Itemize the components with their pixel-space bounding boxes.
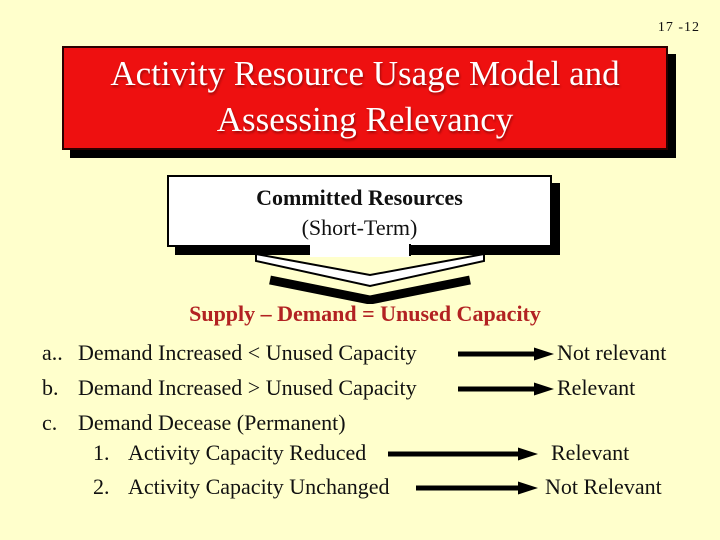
list-item-text: Activity Capacity Reduced <box>128 440 367 465</box>
list-item-result: Not Relevant <box>545 474 662 499</box>
list-item-marker: c. <box>42 410 58 435</box>
list-item-text: Activity Capacity Unchanged <box>128 474 390 499</box>
supply-demand-heading: Supply – Demand = Unused Capacity <box>189 301 541 326</box>
list-item-a: a.. Demand Increased < Unused Capacity N… <box>0 340 720 368</box>
list-item-c: c. Demand Decease (Permanent) <box>0 410 720 438</box>
list-item-result: Relevant <box>551 440 630 465</box>
list-item-text: Demand Increased < Unused Capacity <box>78 340 417 365</box>
list-item-marker: a.. <box>42 340 63 365</box>
list-item-c2: 2. Activity Capacity Unchanged Not Relev… <box>0 474 720 502</box>
list-item-marker: b. <box>42 375 59 400</box>
chevron-down-arrow-icon <box>255 244 485 304</box>
list-item-c1: 1. Activity Capacity Reduced Relevant <box>0 440 720 468</box>
right-arrow-icon <box>458 347 554 361</box>
list-item-text: Demand Decease (Permanent) <box>78 410 346 435</box>
list-item-b: b. Demand Increased > Unused Capacity Re… <box>0 375 720 403</box>
committed-box-line1: Committed Resources <box>256 185 463 210</box>
slide-number: 17 -12 <box>657 20 700 35</box>
right-arrow-icon <box>458 382 554 396</box>
title-box: Activity Resource Usage Model and Assess… <box>62 46 668 150</box>
list-item-result: Not relevant <box>557 340 667 365</box>
right-arrow-icon <box>388 447 538 461</box>
committed-resources-box: Committed Resources (Short-Term) <box>167 175 552 247</box>
committed-box-line2: (Short-Term) <box>301 215 418 240</box>
slide-title-line2: Assessing Relevancy <box>216 100 514 139</box>
right-arrow-icon <box>416 481 538 495</box>
slide-title-line1: Activity Resource Usage Model and <box>110 54 620 93</box>
list-item-marker: 2. <box>93 474 110 499</box>
list-item-marker: 1. <box>93 440 110 465</box>
list-item-result: Relevant <box>557 375 636 400</box>
list-item-text: Demand Increased > Unused Capacity <box>78 375 417 400</box>
